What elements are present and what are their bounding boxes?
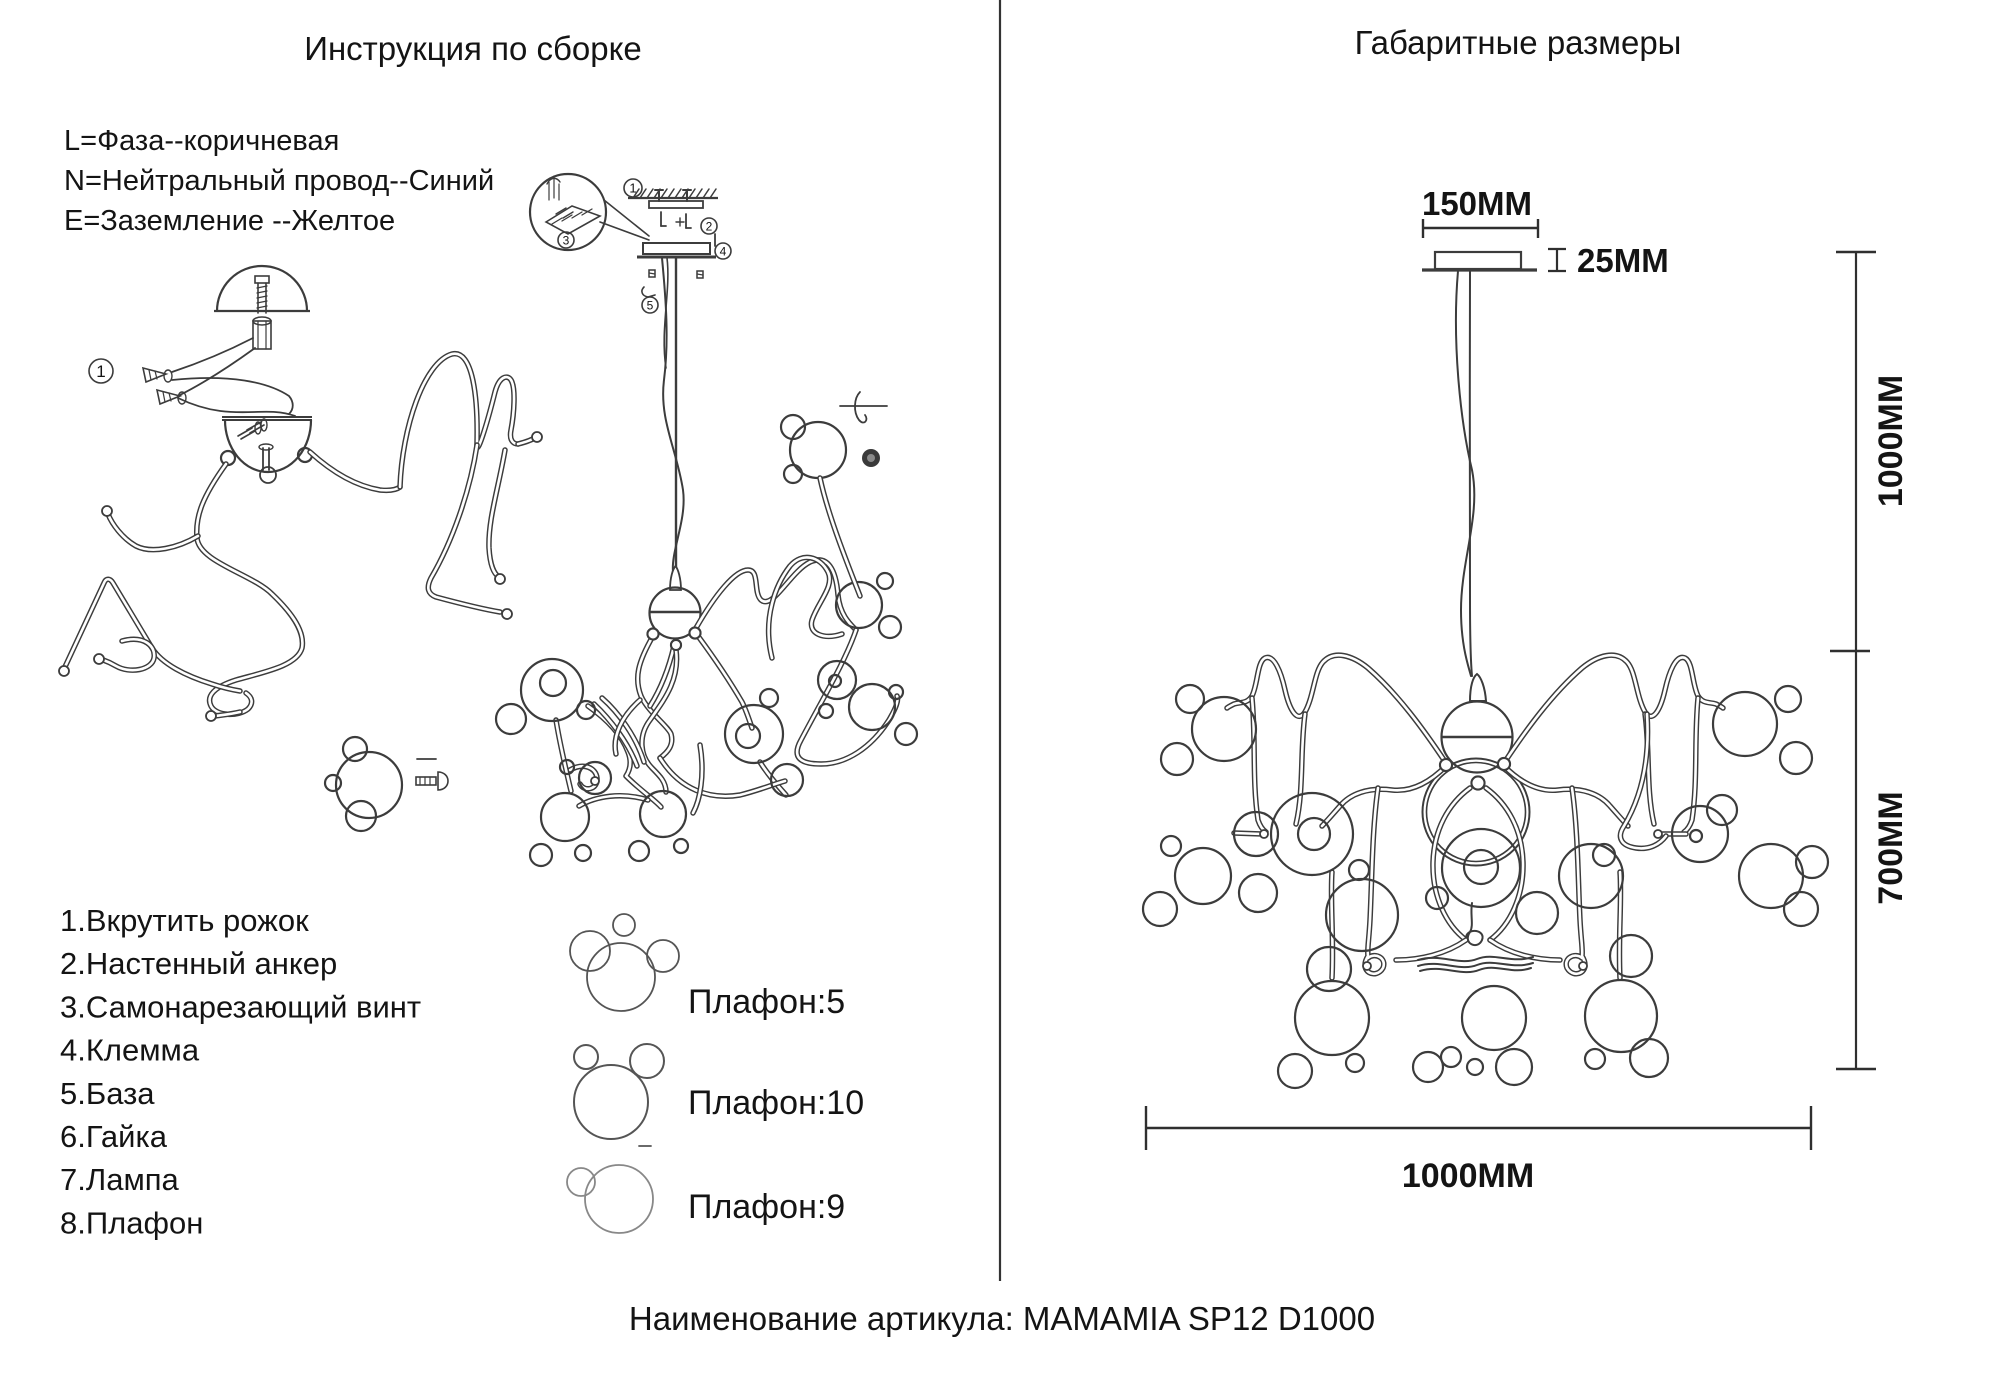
svg-text:Плафон:10: Плафон:10 (688, 1084, 864, 1122)
svg-text:5.База: 5.База (60, 1076, 155, 1111)
svg-text:1000MM: 1000MM (1872, 375, 1910, 507)
svg-text:3.Самонарезающий винт: 3.Самонарезающий винт (60, 989, 421, 1024)
svg-text:2: 2 (706, 219, 713, 233)
svg-text:L=Фаза--коричневая: L=Фаза--коричневая (64, 125, 339, 157)
svg-text:6.Гайка: 6.Гайка (60, 1119, 168, 1154)
svg-text:Плафон:9: Плафон:9 (688, 1188, 845, 1226)
svg-text:4.Клемма: 4.Клемма (60, 1033, 200, 1068)
svg-text:1: 1 (96, 362, 105, 381)
svg-text:150MM: 150MM (1422, 185, 1532, 222)
svg-text:1000MM: 1000MM (1402, 1157, 1534, 1195)
svg-text:1.Вкрутить рожок: 1.Вкрутить рожок (60, 903, 309, 938)
svg-text:8.Плафон: 8.Плафон (60, 1205, 203, 1240)
svg-text:Наименование артикула: MAMAMIA: Наименование артикула: MAMAMIA SP12 D100… (629, 1300, 1375, 1337)
svg-text:Инструкция по сборке: Инструкция по сборке (304, 30, 642, 67)
svg-text:Габаритные размеры: Габаритные размеры (1355, 24, 1682, 61)
svg-text:Плафон:5: Плафон:5 (688, 983, 845, 1021)
svg-text:E=Заземление --Желтое: E=Заземление --Желтое (64, 205, 395, 237)
svg-text:1: 1 (629, 181, 636, 196)
svg-text:5: 5 (647, 298, 654, 312)
svg-text:4: 4 (720, 244, 727, 258)
svg-text:700MM: 700MM (1872, 791, 1910, 904)
svg-text:2.Настенный анкер: 2.Настенный анкер (60, 946, 337, 981)
svg-text:25MM: 25MM (1577, 242, 1669, 279)
svg-text:3: 3 (563, 233, 570, 247)
svg-text:N=Нейтральный провод--Синий: N=Нейтральный провод--Синий (64, 165, 494, 197)
svg-text:7.Лампа: 7.Лампа (60, 1162, 180, 1197)
